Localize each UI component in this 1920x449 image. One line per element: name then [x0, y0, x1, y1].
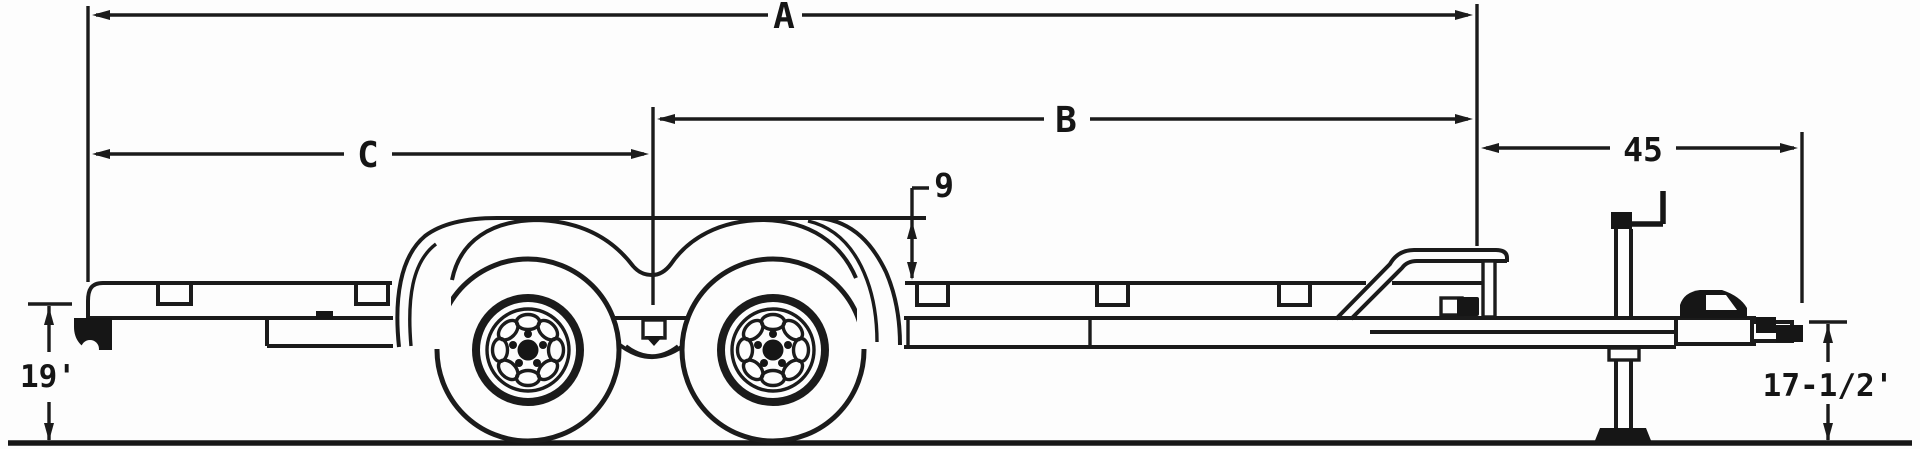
bed-front-post	[1481, 259, 1497, 319]
taillight	[74, 318, 112, 358]
wheel-hub	[762, 339, 784, 361]
dimension-coupler-height: 17-1/2'	[1763, 320, 1894, 441]
wheel-hub	[517, 339, 539, 361]
dimensions: A B C 45 9	[20, 0, 1893, 441]
dim-label-rear-deck-height: 19'	[20, 359, 76, 395]
tandem-fender	[393, 216, 926, 349]
jack-crank-knob	[1611, 212, 1632, 229]
tie-down-block	[1457, 297, 1479, 316]
dimension-a: A	[92, 0, 1473, 37]
dim-label-fender-height: 9	[934, 166, 954, 205]
front-rail-tube	[1334, 248, 1509, 321]
wheel-right	[679, 256, 867, 444]
jack-foot	[1594, 428, 1652, 443]
dimension-c: C	[92, 135, 649, 176]
wheel-lug-holes	[490, 312, 566, 388]
dimension-fender-height: 9	[907, 166, 954, 280]
stake-pocket	[156, 281, 193, 306]
coupler-body	[1674, 316, 1756, 346]
wheel-bolts	[754, 330, 792, 367]
tongue-jack	[1594, 191, 1666, 443]
dimension-tongue-length: 45	[1481, 130, 1798, 169]
stake-pockets	[156, 281, 1312, 307]
wheel-lug-holes	[735, 312, 811, 388]
jack-tube	[1614, 229, 1633, 429]
dimension-rear-deck-height: 19'	[20, 302, 76, 441]
stake-pocket	[915, 281, 950, 307]
wheel-left	[434, 256, 622, 444]
deck-rear-corner	[86, 281, 104, 318]
suspension-equalizer	[614, 318, 690, 359]
stake-pocket	[354, 281, 390, 306]
dimension-b: B	[657, 100, 1473, 141]
jack-collar	[1607, 346, 1641, 362]
dim-label-tongue-length: 45	[1623, 130, 1663, 169]
trailer-drawing	[8, 191, 1912, 446]
dim-label-b: B	[1055, 100, 1077, 141]
stake-pocket	[1095, 281, 1130, 307]
coupler	[1674, 290, 1803, 346]
dim-label-c: C	[357, 135, 379, 176]
dim-label-a: A	[773, 0, 795, 37]
jack-crank-handle	[1631, 191, 1666, 227]
dim-label-coupler-height: 17-1/2'	[1763, 368, 1894, 404]
stake-pocket	[1277, 281, 1312, 307]
wheel-bolts	[509, 330, 547, 367]
frame-tab	[316, 311, 333, 319]
